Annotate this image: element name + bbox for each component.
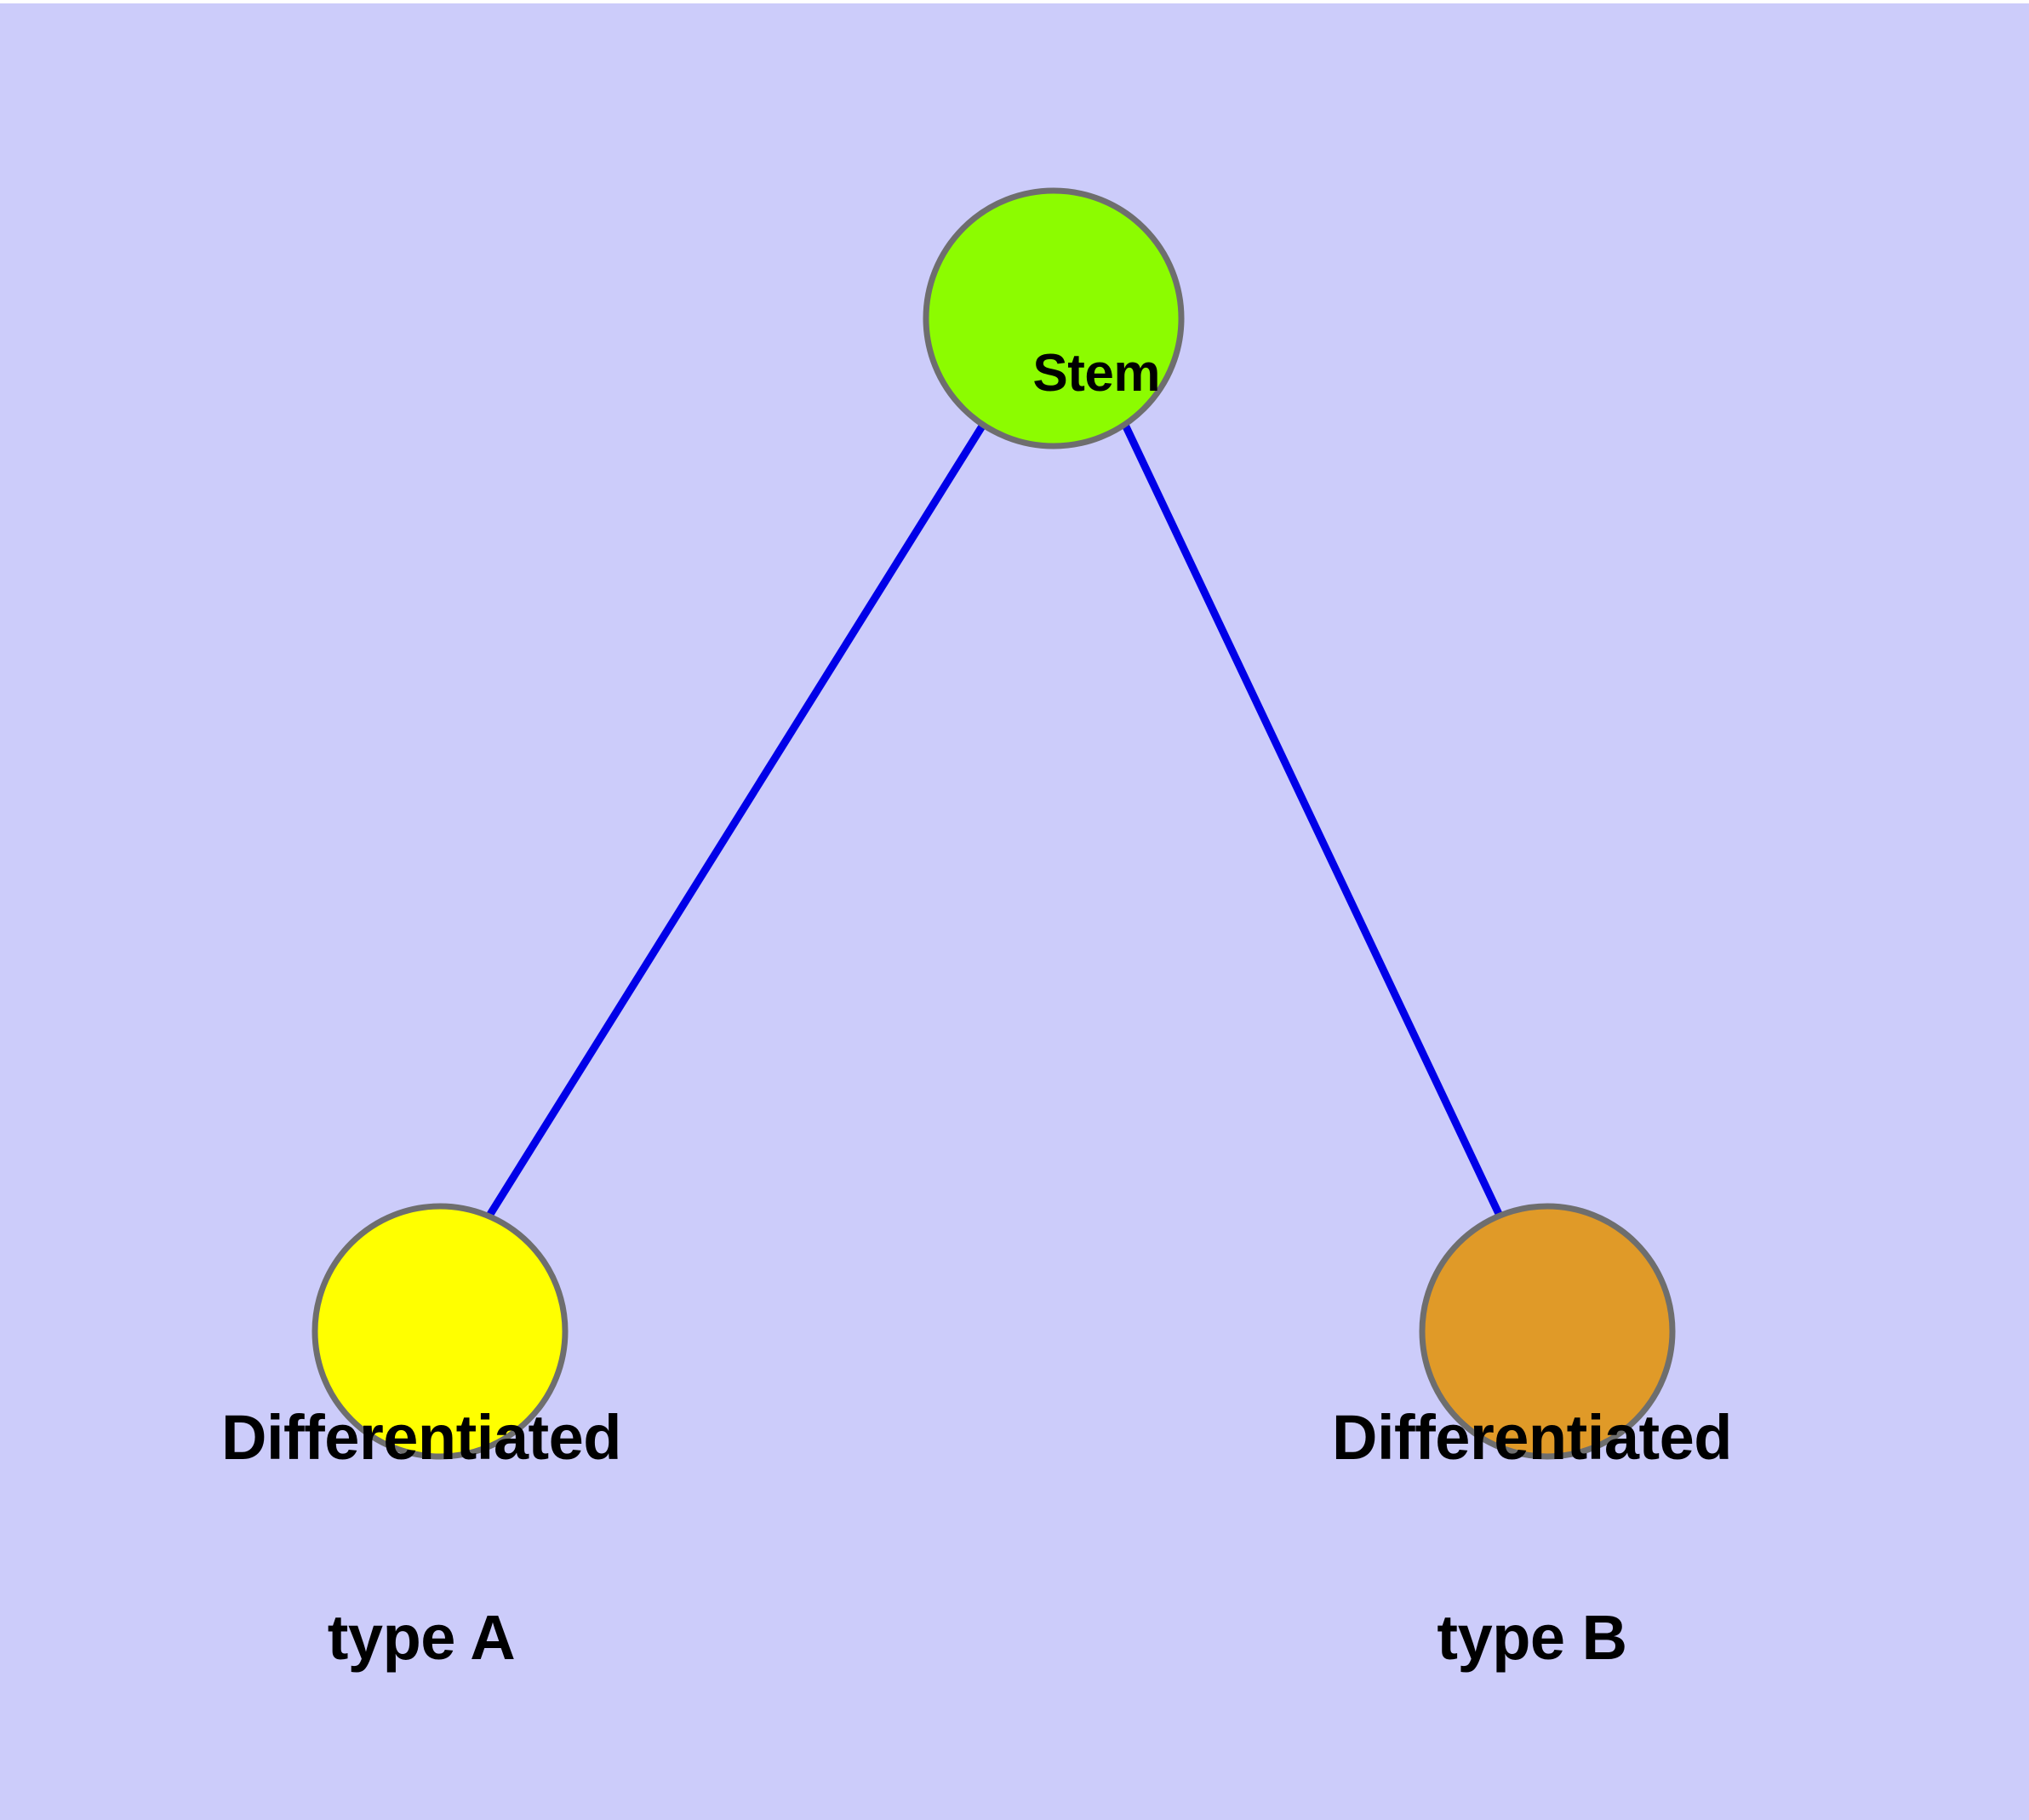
node-stem[interactable] [923,187,1185,449]
graph-svg [311,187,1676,1460]
edge-stem-to-diff-a[interactable] [486,422,986,1218]
edge-stem-to-diff-b[interactable] [1121,423,1504,1217]
diagram-plot-area: Stem Differentiated type A Differentiate… [0,3,2029,1820]
node-layer [311,187,1676,1460]
node-differentiated-type-a[interactable] [311,1203,569,1460]
node-differentiated-type-b[interactable] [1419,1203,1676,1460]
edge-layer [486,422,1504,1218]
